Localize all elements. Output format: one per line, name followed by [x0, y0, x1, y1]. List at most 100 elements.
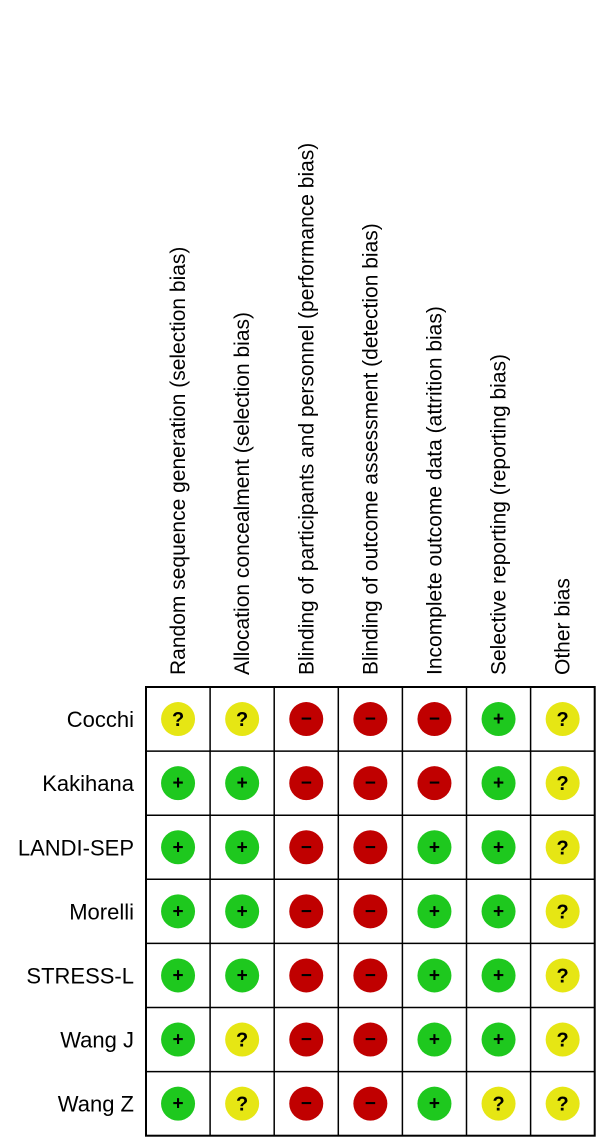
rating-symbol-unclear-r0-c0: ? — [172, 709, 184, 731]
rating-symbol-high-r1-c2: − — [301, 773, 312, 794]
rating-circle-low-r4-c4 — [417, 958, 452, 993]
rating-circle-low-r3-c1 — [225, 894, 260, 929]
rating-symbol-low-r5-c4: + — [429, 1030, 440, 1051]
rating-symbol-unclear-r1-c6: ? — [557, 773, 569, 795]
rating-circle-high-r1-c4 — [417, 766, 452, 801]
rating-symbol-low-r3-c5: + — [493, 901, 504, 922]
rating-symbol-high-r0-c4: − — [429, 709, 440, 730]
rating-symbol-low-r4-c4: + — [429, 965, 440, 986]
rating-circle-low-r6-c4 — [417, 1086, 452, 1121]
row-label-0: Cocchi — [67, 707, 134, 732]
rating-symbol-unclear-r0-c6: ? — [557, 709, 569, 731]
rating-circle-low-r1-c0 — [161, 766, 196, 801]
row-label-1: Kakihana — [42, 771, 135, 796]
rating-symbol-low-r2-c0: + — [172, 837, 183, 858]
rating-symbol-high-r2-c2: − — [301, 837, 312, 858]
rating-circle-unclear-r0-c6 — [545, 702, 580, 737]
rating-circle-high-r4-c3 — [353, 958, 388, 993]
rating-symbol-low-r5-c5: + — [493, 1030, 504, 1051]
rating-symbol-low-r6-c0: + — [172, 1094, 183, 1115]
rating-circle-high-r1-c2 — [289, 766, 324, 801]
rating-circle-high-r6-c3 — [353, 1086, 388, 1121]
rating-symbol-high-r5-c2: − — [301, 1030, 312, 1051]
rating-symbol-high-r6-c2: − — [301, 1094, 312, 1115]
rating-circle-unclear-r5-c1 — [225, 1022, 260, 1057]
column-label-1: Allocation concealment (selection bias) — [231, 312, 254, 675]
column-label-2: Blinding of participants and personnel (… — [295, 143, 318, 675]
rating-circle-unclear-r2-c6 — [545, 830, 580, 865]
rating-symbol-low-r4-c0: + — [172, 965, 183, 986]
rating-circle-unclear-r0-c1 — [225, 702, 260, 737]
row-label-4: STRESS-L — [26, 963, 134, 988]
column-label-4: Incomplete outcome data (attrition bias) — [423, 306, 446, 675]
rating-symbol-high-r0-c3: − — [365, 709, 376, 730]
rating-symbol-high-r3-c2: − — [301, 901, 312, 922]
rating-symbol-low-r1-c0: + — [172, 773, 183, 794]
rating-symbol-unclear-r6-c6: ? — [557, 1094, 569, 1116]
rating-circle-high-r5-c2 — [289, 1022, 324, 1057]
rating-symbol-unclear-r0-c1: ? — [236, 709, 248, 731]
rating-symbol-unclear-r6-c1: ? — [236, 1094, 248, 1116]
rating-symbol-unclear-r3-c6: ? — [557, 901, 569, 923]
rating-circle-low-r2-c4 — [417, 830, 452, 865]
rating-symbol-low-r3-c4: + — [429, 901, 440, 922]
rating-circle-unclear-r6-c6 — [545, 1086, 580, 1121]
rating-circle-low-r5-c5 — [481, 1022, 516, 1057]
rating-symbol-unclear-r2-c6: ? — [557, 837, 569, 859]
rating-circle-low-r4-c1 — [225, 958, 260, 993]
column-label-6: Other bias — [552, 578, 575, 675]
rating-symbol-unclear-r6-c5: ? — [492, 1094, 504, 1116]
rating-circle-high-r0-c4 — [417, 702, 452, 737]
column-label-5: Selective reporting (reporting bias) — [488, 354, 511, 675]
rating-circle-low-r5-c0 — [161, 1022, 196, 1057]
rating-circle-low-r2-c0 — [161, 830, 196, 865]
rating-circle-low-r4-c5 — [481, 958, 516, 993]
rating-circle-unclear-r5-c6 — [545, 1022, 580, 1057]
grid-border — [145, 686, 596, 1137]
rating-symbol-low-r3-c0: + — [172, 901, 183, 922]
rating-symbol-high-r1-c4: − — [429, 773, 440, 794]
rating-symbol-unclear-r5-c6: ? — [557, 1030, 569, 1052]
rating-symbol-low-r0-c5: + — [493, 709, 504, 730]
rating-circle-low-r3-c4 — [417, 894, 452, 929]
rating-symbol-low-r3-c1: + — [237, 901, 248, 922]
rating-circle-high-r4-c2 — [289, 958, 324, 993]
rating-symbol-low-r5-c0: + — [172, 1030, 183, 1051]
rating-symbol-high-r5-c3: − — [365, 1030, 376, 1051]
rating-circle-unclear-r6-c1 — [225, 1086, 260, 1121]
rating-symbol-low-r1-c1: + — [237, 773, 248, 794]
rating-symbol-low-r4-c1: + — [237, 965, 248, 986]
rating-circle-high-r5-c3 — [353, 1022, 388, 1057]
rating-circle-high-r2-c3 — [353, 830, 388, 865]
rating-symbol-high-r0-c2: − — [301, 709, 312, 730]
rating-circle-low-r1-c1 — [225, 766, 260, 801]
rating-circle-low-r2-c5 — [481, 830, 516, 865]
rating-circle-unclear-r3-c6 — [545, 894, 580, 929]
rating-circle-unclear-r1-c6 — [545, 766, 580, 801]
column-label-0: Random sequence generation (selection bi… — [167, 247, 190, 675]
cells: ??−−−+?++−−−+?++−−++?++−−++?++−−++?+?−−+… — [161, 702, 580, 1121]
rating-circle-high-r3-c2 — [289, 894, 324, 929]
rating-circle-low-r5-c4 — [417, 1022, 452, 1057]
rating-circle-low-r0-c5 — [481, 702, 516, 737]
row-label-5: Wang J — [60, 1028, 134, 1053]
rating-circle-unclear-r0-c0 — [161, 702, 196, 737]
rating-circle-high-r0-c2 — [289, 702, 324, 737]
rating-symbol-low-r4-c5: + — [493, 965, 504, 986]
rating-symbol-low-r1-c5: + — [493, 773, 504, 794]
rating-circle-unclear-r4-c6 — [545, 958, 580, 993]
rating-symbol-low-r2-c1: + — [237, 837, 248, 858]
rating-symbol-unclear-r5-c1: ? — [236, 1030, 248, 1052]
rating-circle-high-r0-c3 — [353, 702, 388, 737]
rating-circle-unclear-r6-c5 — [481, 1086, 516, 1121]
rating-symbol-high-r4-c2: − — [301, 965, 312, 986]
rating-circle-low-r2-c1 — [225, 830, 260, 865]
rating-circle-low-r3-c5 — [481, 894, 516, 929]
rating-symbol-high-r3-c3: − — [365, 901, 376, 922]
rating-symbol-low-r2-c4: + — [429, 837, 440, 858]
rating-circle-low-r6-c0 — [161, 1086, 196, 1121]
column-label-3: Blinding of outcome assessment (detectio… — [359, 223, 382, 675]
rating-circle-low-r1-c5 — [481, 766, 516, 801]
rating-circle-high-r2-c2 — [289, 830, 324, 865]
